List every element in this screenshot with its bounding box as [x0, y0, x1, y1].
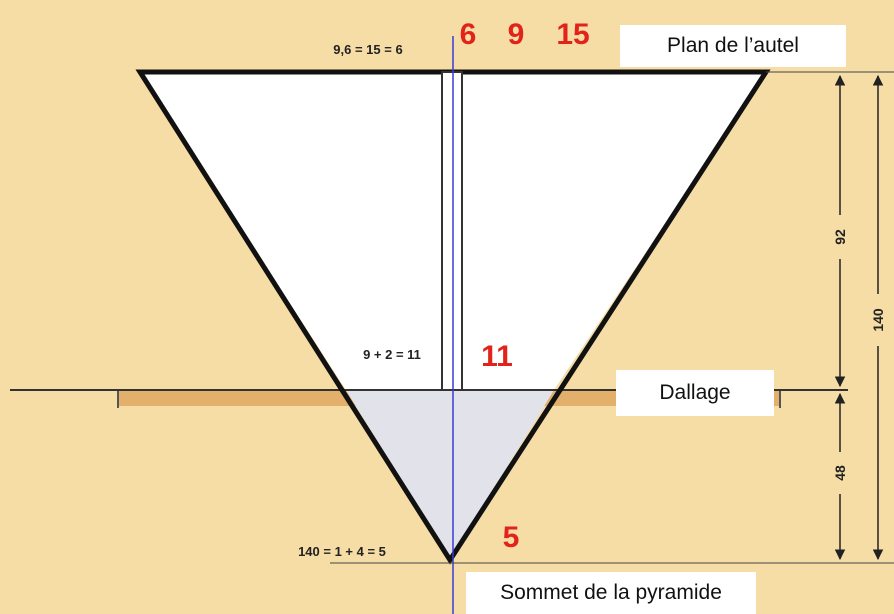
- central-slot: [441, 71, 463, 391]
- dimension-48-label: 48: [832, 465, 848, 481]
- equation-bottom: 140 = 1 + 4 = 5: [298, 544, 386, 559]
- red-number-15: 15: [556, 18, 589, 51]
- red-number-11: 11: [481, 340, 513, 373]
- dimension-48-gap: [830, 452, 850, 494]
- red-number-5: 5: [503, 521, 520, 554]
- dimension-140-label: 140: [870, 308, 886, 332]
- dimension-92-gap: [830, 215, 850, 259]
- red-number-9: 9: [508, 18, 525, 51]
- equation-middle: 9 + 2 = 11: [363, 347, 421, 362]
- equation-top: 9,6 = 15 = 6: [333, 42, 402, 57]
- red-number-6: 6: [460, 18, 477, 51]
- plan-autel-label: Plan de l’autel: [620, 25, 846, 67]
- dimension-140-gap: [868, 294, 888, 346]
- lower-triangle: [346, 390, 554, 560]
- dimension-92-label: 92: [832, 229, 848, 245]
- sommet-pyramide-label: Sommet de la pyramide: [466, 572, 756, 614]
- dallage-label: Dallage: [616, 370, 774, 416]
